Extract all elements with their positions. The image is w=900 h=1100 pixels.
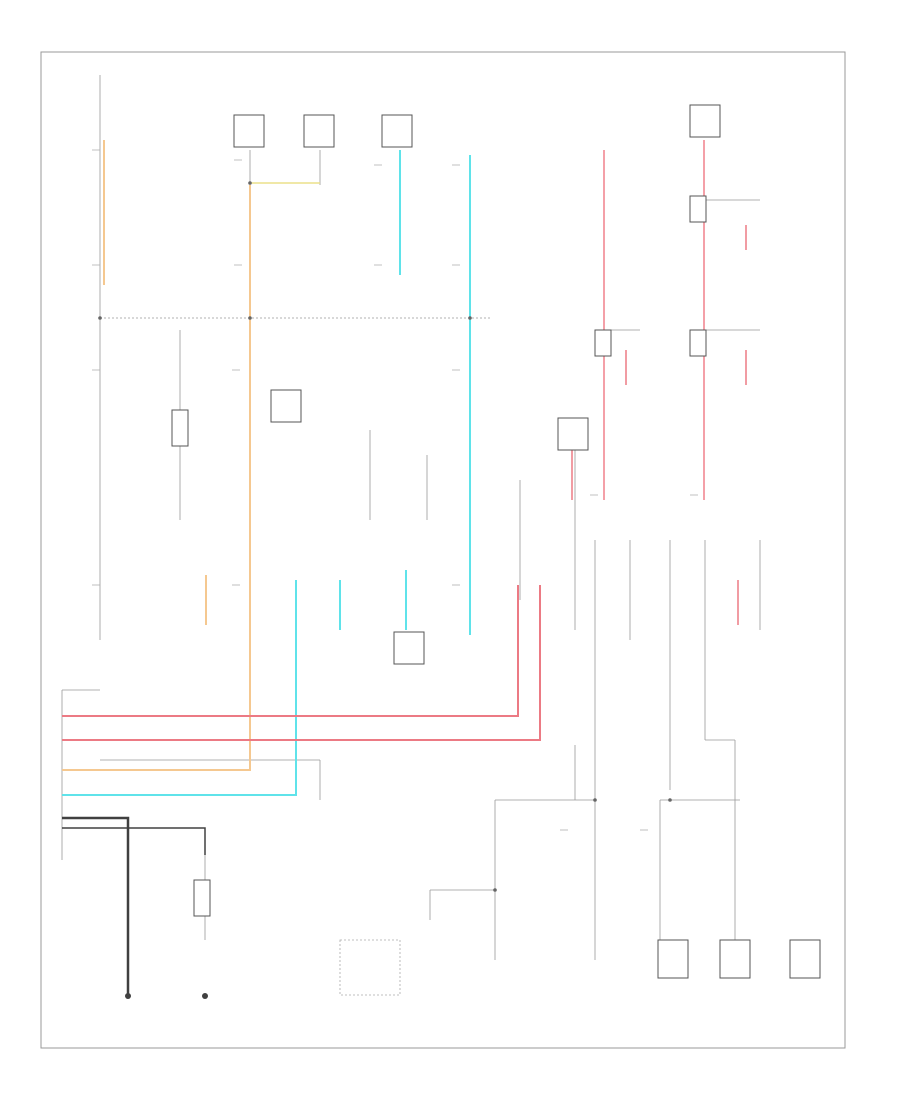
relay-1 xyxy=(171,409,189,447)
component-box-1 xyxy=(233,114,265,148)
component-box-7 xyxy=(393,631,425,665)
colored-wires xyxy=(62,140,747,995)
junction-dot xyxy=(668,798,672,802)
diagram-frame xyxy=(40,51,846,1049)
wire-orange-2 xyxy=(62,185,251,771)
ground-2 xyxy=(202,993,208,999)
wire-red-7 xyxy=(62,585,541,741)
relay-5 xyxy=(193,879,211,917)
wire-black-2 xyxy=(62,827,206,855)
component-box-10 xyxy=(789,939,821,979)
junction-dot xyxy=(493,888,497,892)
pin-ticks xyxy=(92,149,698,831)
component-box-5 xyxy=(270,389,302,423)
junction-dot xyxy=(593,798,597,802)
relay-4 xyxy=(594,329,612,357)
components xyxy=(125,104,821,999)
component-box-4 xyxy=(689,104,721,138)
junctions xyxy=(98,181,672,892)
wire-black-1 xyxy=(62,816,130,995)
component-box-6 xyxy=(557,417,589,451)
junction-dot xyxy=(248,316,252,320)
relay-3 xyxy=(689,329,707,357)
connector-box xyxy=(339,939,401,996)
component-box-8 xyxy=(657,939,689,979)
component-box-3 xyxy=(381,114,413,148)
junction-dot xyxy=(248,181,252,185)
wire-cyan-3 xyxy=(62,580,297,796)
ground-1 xyxy=(125,993,131,999)
component-box-2 xyxy=(303,114,335,148)
component-box-9 xyxy=(719,939,751,979)
junction-dot xyxy=(468,316,472,320)
relay-2 xyxy=(689,195,707,223)
wire-red-6 xyxy=(62,585,519,717)
junction-dot xyxy=(98,316,102,320)
gray-wires xyxy=(61,75,761,960)
